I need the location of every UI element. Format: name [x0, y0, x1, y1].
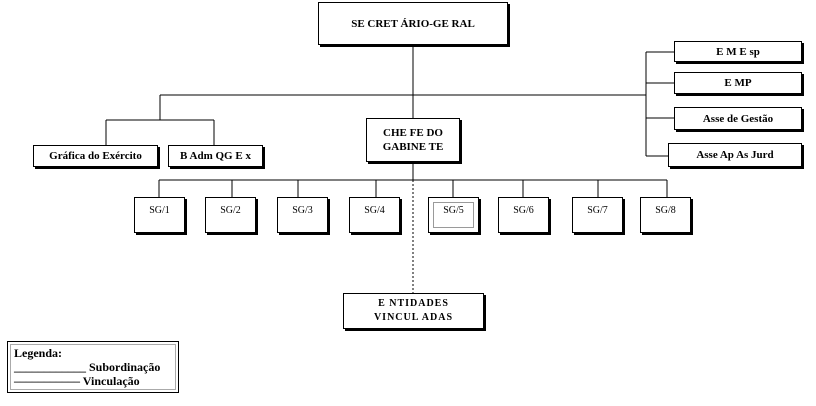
legend: Legenda: ____________ Subordinação –––––… — [7, 341, 179, 393]
legend-dashed-line: ––––––––––– — [14, 374, 80, 388]
grafica-exercito-box: Gráfica do Exército — [33, 145, 158, 167]
sg2-box: SG/2 — [205, 197, 256, 233]
sg4-label: SG/4 — [364, 205, 385, 216]
sg1-box: SG/1 — [134, 197, 185, 233]
chefe-gabinete-line1: CHE FE DO — [383, 127, 443, 139]
entidades-vinculadas-line1: E NTIDADES — [378, 298, 449, 309]
sg3-label: SG/3 — [292, 205, 313, 216]
sg4-box: SG/4 — [349, 197, 400, 233]
legend-subordination-row: ____________ Subordinação — [14, 360, 172, 374]
asse-ap-as-jurd-label: Asse Ap As Jurd — [696, 149, 774, 161]
grafica-exercito-label: Gráfica do Exército — [49, 150, 142, 162]
chefe-gabinete-line2: GABINE TE — [382, 141, 444, 153]
secretario-geral-box: SE CRET ÁRIO-GE RAL — [318, 2, 508, 45]
sg6-box: SG/6 — [498, 197, 549, 233]
entidades-vinculadas-line2: VINCUL ADAS — [373, 312, 454, 323]
sg5-inner-frame — [433, 202, 474, 228]
emesp-box: E M E sp — [674, 41, 802, 62]
legend-linkage-row: ––––––––––– Vinculação — [14, 374, 172, 388]
legend-title: Legenda: — [14, 346, 62, 360]
legend-subordination-label: Subordinação — [89, 360, 161, 374]
sg3-box: SG/3 — [277, 197, 328, 233]
b-adm-qg-ex-label: B Adm QG E x — [180, 150, 251, 162]
sg7-label: SG/7 — [587, 205, 608, 216]
chefe-gabinete-box: CHE FE DO GABINE TE — [366, 118, 460, 162]
sg8-label: SG/8 — [655, 205, 676, 216]
legend-linkage-label: Vinculação — [82, 374, 140, 388]
asse-ap-as-jurd-box: Asse Ap As Jurd — [668, 143, 802, 167]
emp-label: E MP — [724, 77, 752, 89]
sg7-box: SG/7 — [572, 197, 623, 233]
emp-box: E MP — [674, 72, 802, 94]
sg8-box: SG/8 — [640, 197, 691, 233]
emesp-label: E M E sp — [716, 45, 760, 58]
b-adm-qg-ex-box: B Adm QG E x — [168, 145, 263, 167]
sg1-label: SG/1 — [149, 205, 170, 216]
legend-solid-line: ____________ — [14, 360, 86, 374]
sg2-label: SG/2 — [220, 205, 241, 216]
sg5-box: SG/5 — [428, 197, 479, 233]
secretario-geral-label: SE CRET ÁRIO-GE RAL — [351, 17, 475, 30]
entidades-vinculadas-box: E NTIDADES VINCUL ADAS — [343, 293, 484, 329]
asse-gestao-label: Asse de Gestão — [702, 112, 774, 125]
sg5-label: SG/5 — [443, 205, 464, 216]
asse-gestao-box: Asse de Gestão — [674, 107, 802, 130]
legend-inner: Legenda: ____________ Subordinação –––––… — [10, 344, 176, 390]
sg6-label: SG/6 — [513, 205, 534, 216]
